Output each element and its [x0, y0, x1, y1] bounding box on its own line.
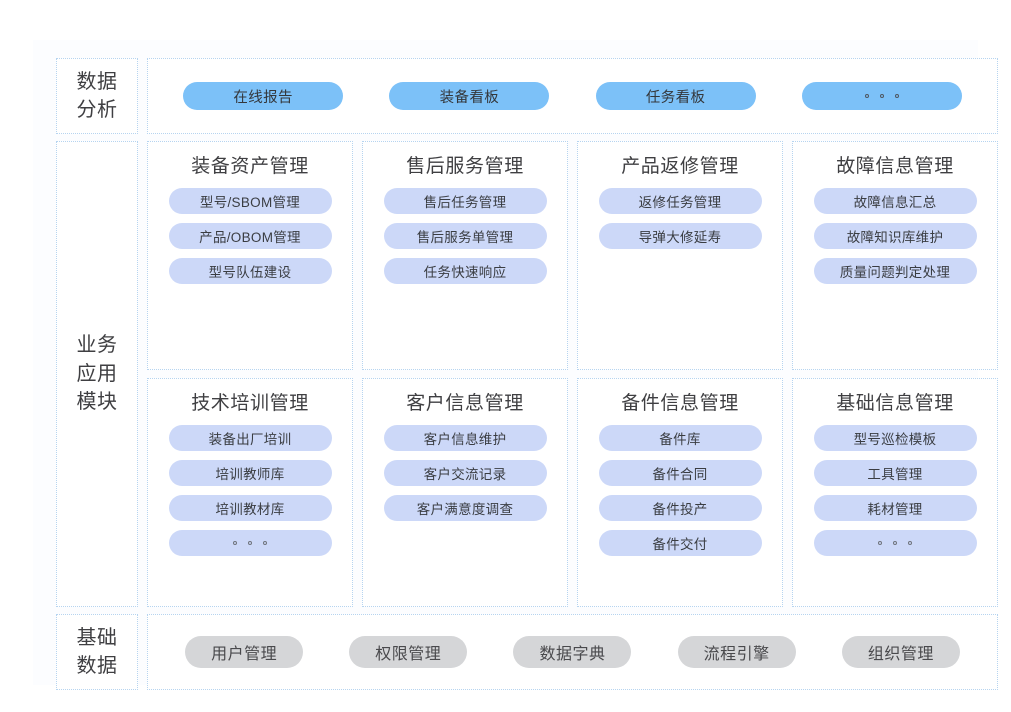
panel-base-data: 用户管理 权限管理 数据字典 流程引擎 组织管理 [147, 614, 998, 690]
module-card: 技术培训管理装备出厂培训培训教师库培训教材库 [147, 378, 353, 607]
rail-label-business-modules: 业务 应用 模块 [76, 334, 118, 414]
base-data-pill[interactable]: 权限管理 [349, 636, 468, 668]
ellipsis-icon [864, 94, 899, 98]
ellipsis-icon [878, 541, 912, 545]
module-item-list: 型号/SBOM管理产品/OBOM管理型号队伍建设 [158, 188, 342, 284]
band-business-modules: 业务 应用 模块 装备资产管理型号/SBOM管理产品/OBOM管理型号队伍建设售… [56, 141, 998, 607]
module-item[interactable]: 售后任务管理 [383, 188, 547, 214]
module-item[interactable]: 备件交付 [598, 530, 762, 556]
module-item[interactable]: 售后服务单管理 [383, 223, 547, 249]
rail-label-base-data: 基础 数据 [76, 626, 118, 677]
rail-base-data: 基础 数据 [56, 614, 138, 690]
module-card-title: 备件信息管理 [621, 393, 739, 414]
base-data-pill[interactable]: 流程引擎 [677, 636, 796, 668]
module-item[interactable]: 培训教师库 [168, 460, 332, 486]
module-item-list: 型号巡检模板工具管理耗材管理 [803, 425, 987, 556]
analysis-cell: 任务看板 [573, 82, 779, 110]
band-data-analysis: 数据 分析 在线报告 装备看板 任务看板 [56, 58, 998, 134]
module-card-title: 技术培训管理 [191, 393, 309, 414]
module-item[interactable]: 返修任务管理 [598, 188, 762, 214]
module-card: 备件信息管理备件库备件合同备件投产备件交付 [577, 378, 783, 607]
module-item-list: 备件库备件合同备件投产备件交付 [588, 425, 772, 556]
module-item[interactable]: 型号队伍建设 [168, 258, 332, 284]
module-card-title: 售后服务管理 [406, 156, 524, 177]
analysis-cell: 装备看板 [366, 82, 572, 110]
module-item-list: 装备出厂培训培训教师库培训教材库 [158, 425, 342, 556]
band-base-data: 基础 数据 用户管理 权限管理 数据字典 流程引擎 组织管理 [56, 614, 998, 690]
module-item[interactable]: 装备出厂培训 [168, 425, 332, 451]
module-item[interactable]: 产品/OBOM管理 [168, 223, 332, 249]
module-item[interactable]: 导弹大修延寿 [598, 223, 762, 249]
rail-label-data-analysis: 数据 分析 [76, 70, 118, 121]
module-card-title: 客户信息管理 [406, 393, 524, 414]
module-item[interactable]: 客户交流记录 [383, 460, 547, 486]
module-item[interactable]: 任务快速响应 [383, 258, 547, 284]
module-card: 装备资产管理型号/SBOM管理产品/OBOM管理型号队伍建设 [147, 141, 353, 370]
module-item-list: 返修任务管理导弹大修延寿 [588, 188, 772, 249]
module-item-more[interactable] [813, 530, 977, 556]
analysis-cell: 在线报告 [160, 82, 366, 110]
module-item-more[interactable] [168, 530, 332, 556]
analysis-cell [779, 82, 985, 110]
ellipsis-icon [233, 541, 267, 545]
module-item-list: 售后任务管理售后服务单管理任务快速响应 [373, 188, 557, 284]
diagram-layout: 数据 分析 在线报告 装备看板 任务看板 业务 应用 模块 装备资产管理型号/SBO… [56, 58, 998, 690]
rail-business-modules: 业务 应用 模块 [56, 141, 138, 607]
module-item-list: 故障信息汇总故障知识库维护质量问题判定处理 [803, 188, 987, 284]
module-card: 产品返修管理返修任务管理导弹大修延寿 [577, 141, 783, 370]
module-item[interactable]: 工具管理 [813, 460, 977, 486]
module-card-title: 故障信息管理 [836, 156, 954, 177]
module-item[interactable]: 故障信息汇总 [813, 188, 977, 214]
card-row: 装备资产管理型号/SBOM管理产品/OBOM管理型号队伍建设售后服务管理售后任务… [147, 141, 998, 370]
module-item[interactable]: 质量问题判定处理 [813, 258, 977, 284]
module-card: 基础信息管理型号巡检模板工具管理耗材管理 [792, 378, 998, 607]
module-item-list: 客户信息维护客户交流记录客户满意度调查 [373, 425, 557, 521]
module-item[interactable]: 故障知识库维护 [813, 223, 977, 249]
analysis-pill-more[interactable] [801, 82, 962, 110]
module-card: 客户信息管理客户信息维护客户交流记录客户满意度调查 [362, 378, 568, 607]
rail-data-analysis: 数据 分析 [56, 58, 138, 134]
analysis-pill[interactable]: 装备看板 [389, 82, 550, 110]
card-row: 技术培训管理装备出厂培训培训教师库培训教材库客户信息管理客户信息维护客户交流记录… [147, 378, 998, 607]
base-data-pill[interactable]: 数据字典 [513, 636, 632, 668]
module-item[interactable]: 备件投产 [598, 495, 762, 521]
module-item[interactable]: 备件库 [598, 425, 762, 451]
module-card: 售后服务管理售后任务管理售后服务单管理任务快速响应 [362, 141, 568, 370]
module-card-title: 基础信息管理 [836, 393, 954, 414]
module-card-title: 装备资产管理 [191, 156, 309, 177]
module-item[interactable]: 客户信息维护 [383, 425, 547, 451]
analysis-pill[interactable]: 在线报告 [183, 82, 344, 110]
base-data-pill[interactable]: 用户管理 [185, 636, 304, 668]
module-item[interactable]: 培训教材库 [168, 495, 332, 521]
module-card: 故障信息管理故障信息汇总故障知识库维护质量问题判定处理 [792, 141, 998, 370]
module-item[interactable]: 型号巡检模板 [813, 425, 977, 451]
panel-data-analysis: 在线报告 装备看板 任务看板 [147, 58, 998, 134]
module-item[interactable]: 耗材管理 [813, 495, 977, 521]
module-item[interactable]: 备件合同 [598, 460, 762, 486]
analysis-pill[interactable]: 任务看板 [595, 82, 756, 110]
base-data-pill[interactable]: 组织管理 [841, 636, 960, 668]
module-card-title: 产品返修管理 [621, 156, 739, 177]
module-item[interactable]: 型号/SBOM管理 [168, 188, 332, 214]
panel-business-modules: 装备资产管理型号/SBOM管理产品/OBOM管理型号队伍建设售后服务管理售后任务… [147, 141, 998, 607]
module-item[interactable]: 客户满意度调查 [383, 495, 547, 521]
